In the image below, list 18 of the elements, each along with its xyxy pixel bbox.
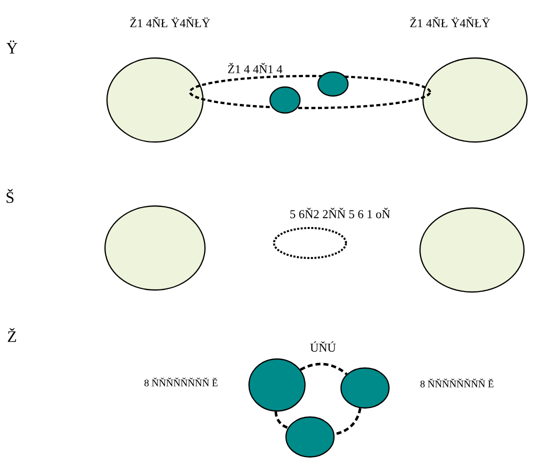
row-label: Ž <box>8 328 16 342</box>
node-label: Ž1 4ŇŁ Ÿ4ŇŁŸ <box>130 16 210 28</box>
side-label: 8 ŇŇŇŇŇŇŇŇ Ĕ <box>420 378 494 388</box>
row-label: Š <box>6 189 14 203</box>
ellipse-shape <box>269 86 301 114</box>
ellipse-shape <box>285 416 335 458</box>
dashed-connector <box>334 408 362 436</box>
ellipse-shape <box>104 205 206 291</box>
ellipse-shape <box>317 71 349 97</box>
node-label: 5 6Ň2 2ŇŇ 5 6 1 oŇ <box>290 208 390 218</box>
edge-label: ÚŇÚ <box>309 340 337 353</box>
row-label: Ÿ <box>6 40 18 54</box>
dashed-connector <box>300 362 348 376</box>
node-label: Ž1 4ŇŁ Ÿ4ŇŁŸ <box>410 16 490 28</box>
side-label: 8 ŇŇŇŇŇŇŇŇ Ĕ <box>144 378 218 386</box>
dashed-connector <box>274 411 288 429</box>
node-label: Ž1 4 4Ň1 4 <box>228 62 282 74</box>
ellipse-shape <box>419 207 525 293</box>
